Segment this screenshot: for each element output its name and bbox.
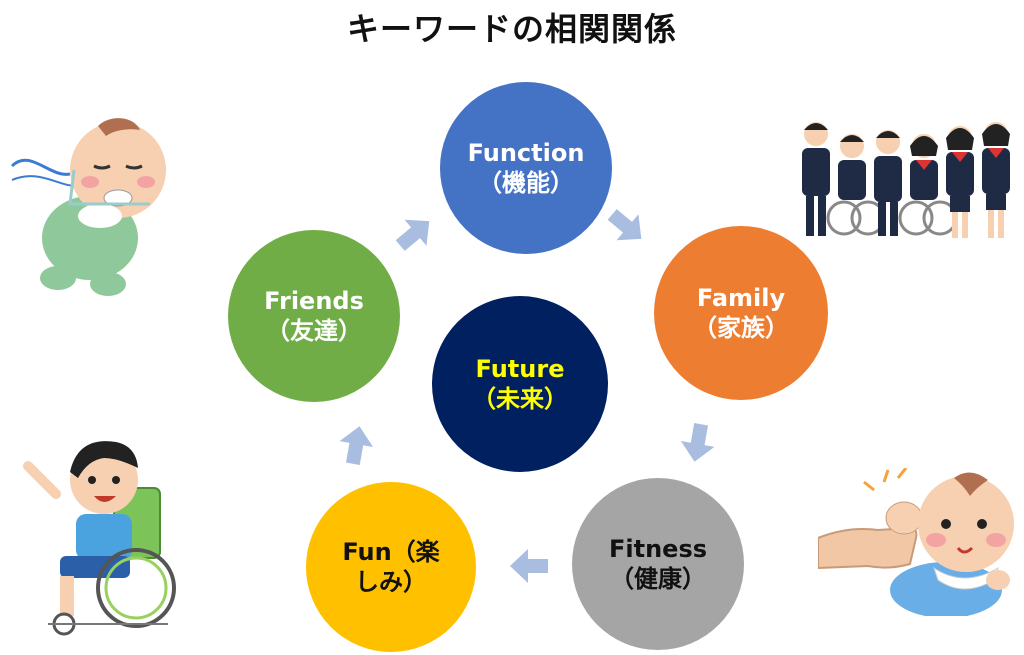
baby-with-oxygen-illustration [10, 118, 166, 296]
node-future: Future （未来） [432, 296, 608, 472]
node-family-sublabel: （家族） [693, 314, 789, 342]
baby-holding-finger-illustration [818, 468, 1014, 616]
node-future-sublabel: （未来） [472, 385, 568, 413]
node-function-label: Function [467, 139, 585, 167]
node-fun-label-line1: Fun（楽 [342, 538, 440, 566]
node-future-label: Future [475, 355, 565, 383]
node-function: Function （機能） [440, 82, 612, 254]
arrow-family-to-fitness-icon [680, 423, 715, 462]
arrow-friends-to-function-icon [395, 219, 430, 251]
arrow-fitness-to-fun-icon [510, 549, 548, 583]
node-fitness: Fitness （健康） [572, 478, 744, 650]
node-fitness-label: Fitness [608, 535, 708, 563]
node-friends-label: Friends [264, 287, 364, 315]
node-fun-label-line2: しみ） [355, 568, 427, 596]
arrow-fun-to-friends-icon [339, 426, 374, 465]
node-family-label: Family [696, 284, 786, 312]
node-friends: Friends （友達） [228, 230, 400, 402]
node-function-sublabel: （機能） [478, 169, 574, 197]
arrow-function-to-family-icon [607, 209, 642, 241]
node-family: Family （家族） [654, 226, 828, 400]
node-friends-sublabel: （友達） [266, 317, 362, 345]
node-fitness-sublabel: （健康） [610, 565, 706, 593]
node-fun: Fun（楽 しみ） [306, 482, 476, 652]
boy-in-wheelchair-illustration [23, 441, 176, 636]
students-group-illustration [802, 122, 1010, 238]
page-title: キーワードの相関関係 [346, 10, 677, 48]
